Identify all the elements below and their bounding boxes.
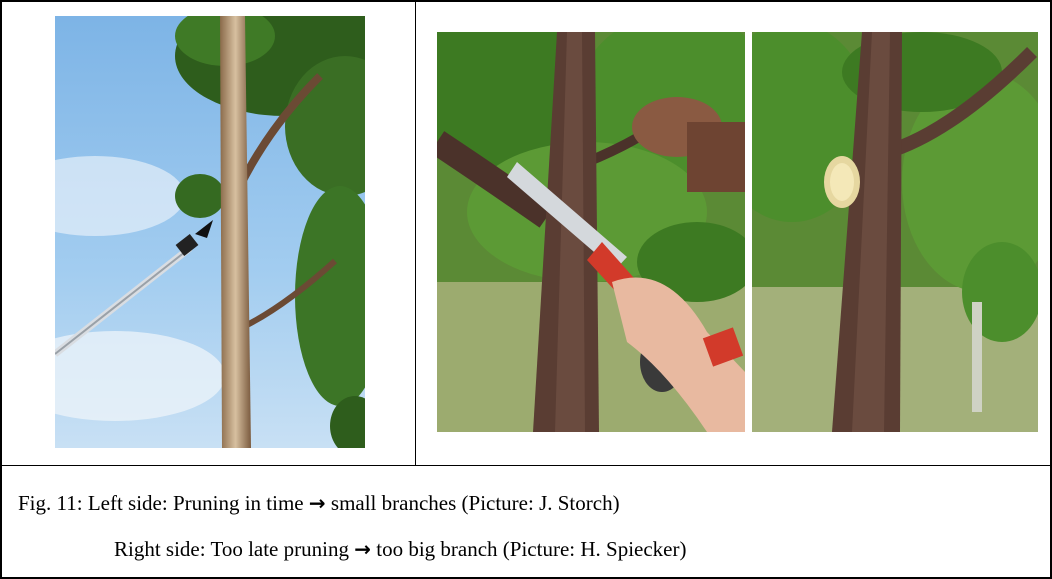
cell-divider-vertical xyxy=(415,0,416,465)
caption-line-2: Right side: Too late pruning → too big b… xyxy=(114,539,686,560)
photo-sawing-branch xyxy=(437,32,745,432)
caption-line-2-result: too big branch (Picture: H. Spiecker) xyxy=(376,537,687,561)
cell-divider-horizontal xyxy=(0,465,1052,466)
photo-cut-branch xyxy=(752,32,1038,432)
caption-line-1: Fig. 11: Left side: Pruning in time → sm… xyxy=(18,493,620,514)
right-arrow-icon: → xyxy=(354,537,371,561)
photo-pruning-in-time xyxy=(55,16,365,448)
caption-line-1-text: Fig. 11: Left side: Pruning in time xyxy=(18,491,304,515)
right-arrow-icon: → xyxy=(308,491,326,515)
caption-line-1-result: small branches (Picture: J. Storch) xyxy=(330,491,620,515)
caption-line-2-text: Right side: Too late pruning xyxy=(114,537,349,561)
